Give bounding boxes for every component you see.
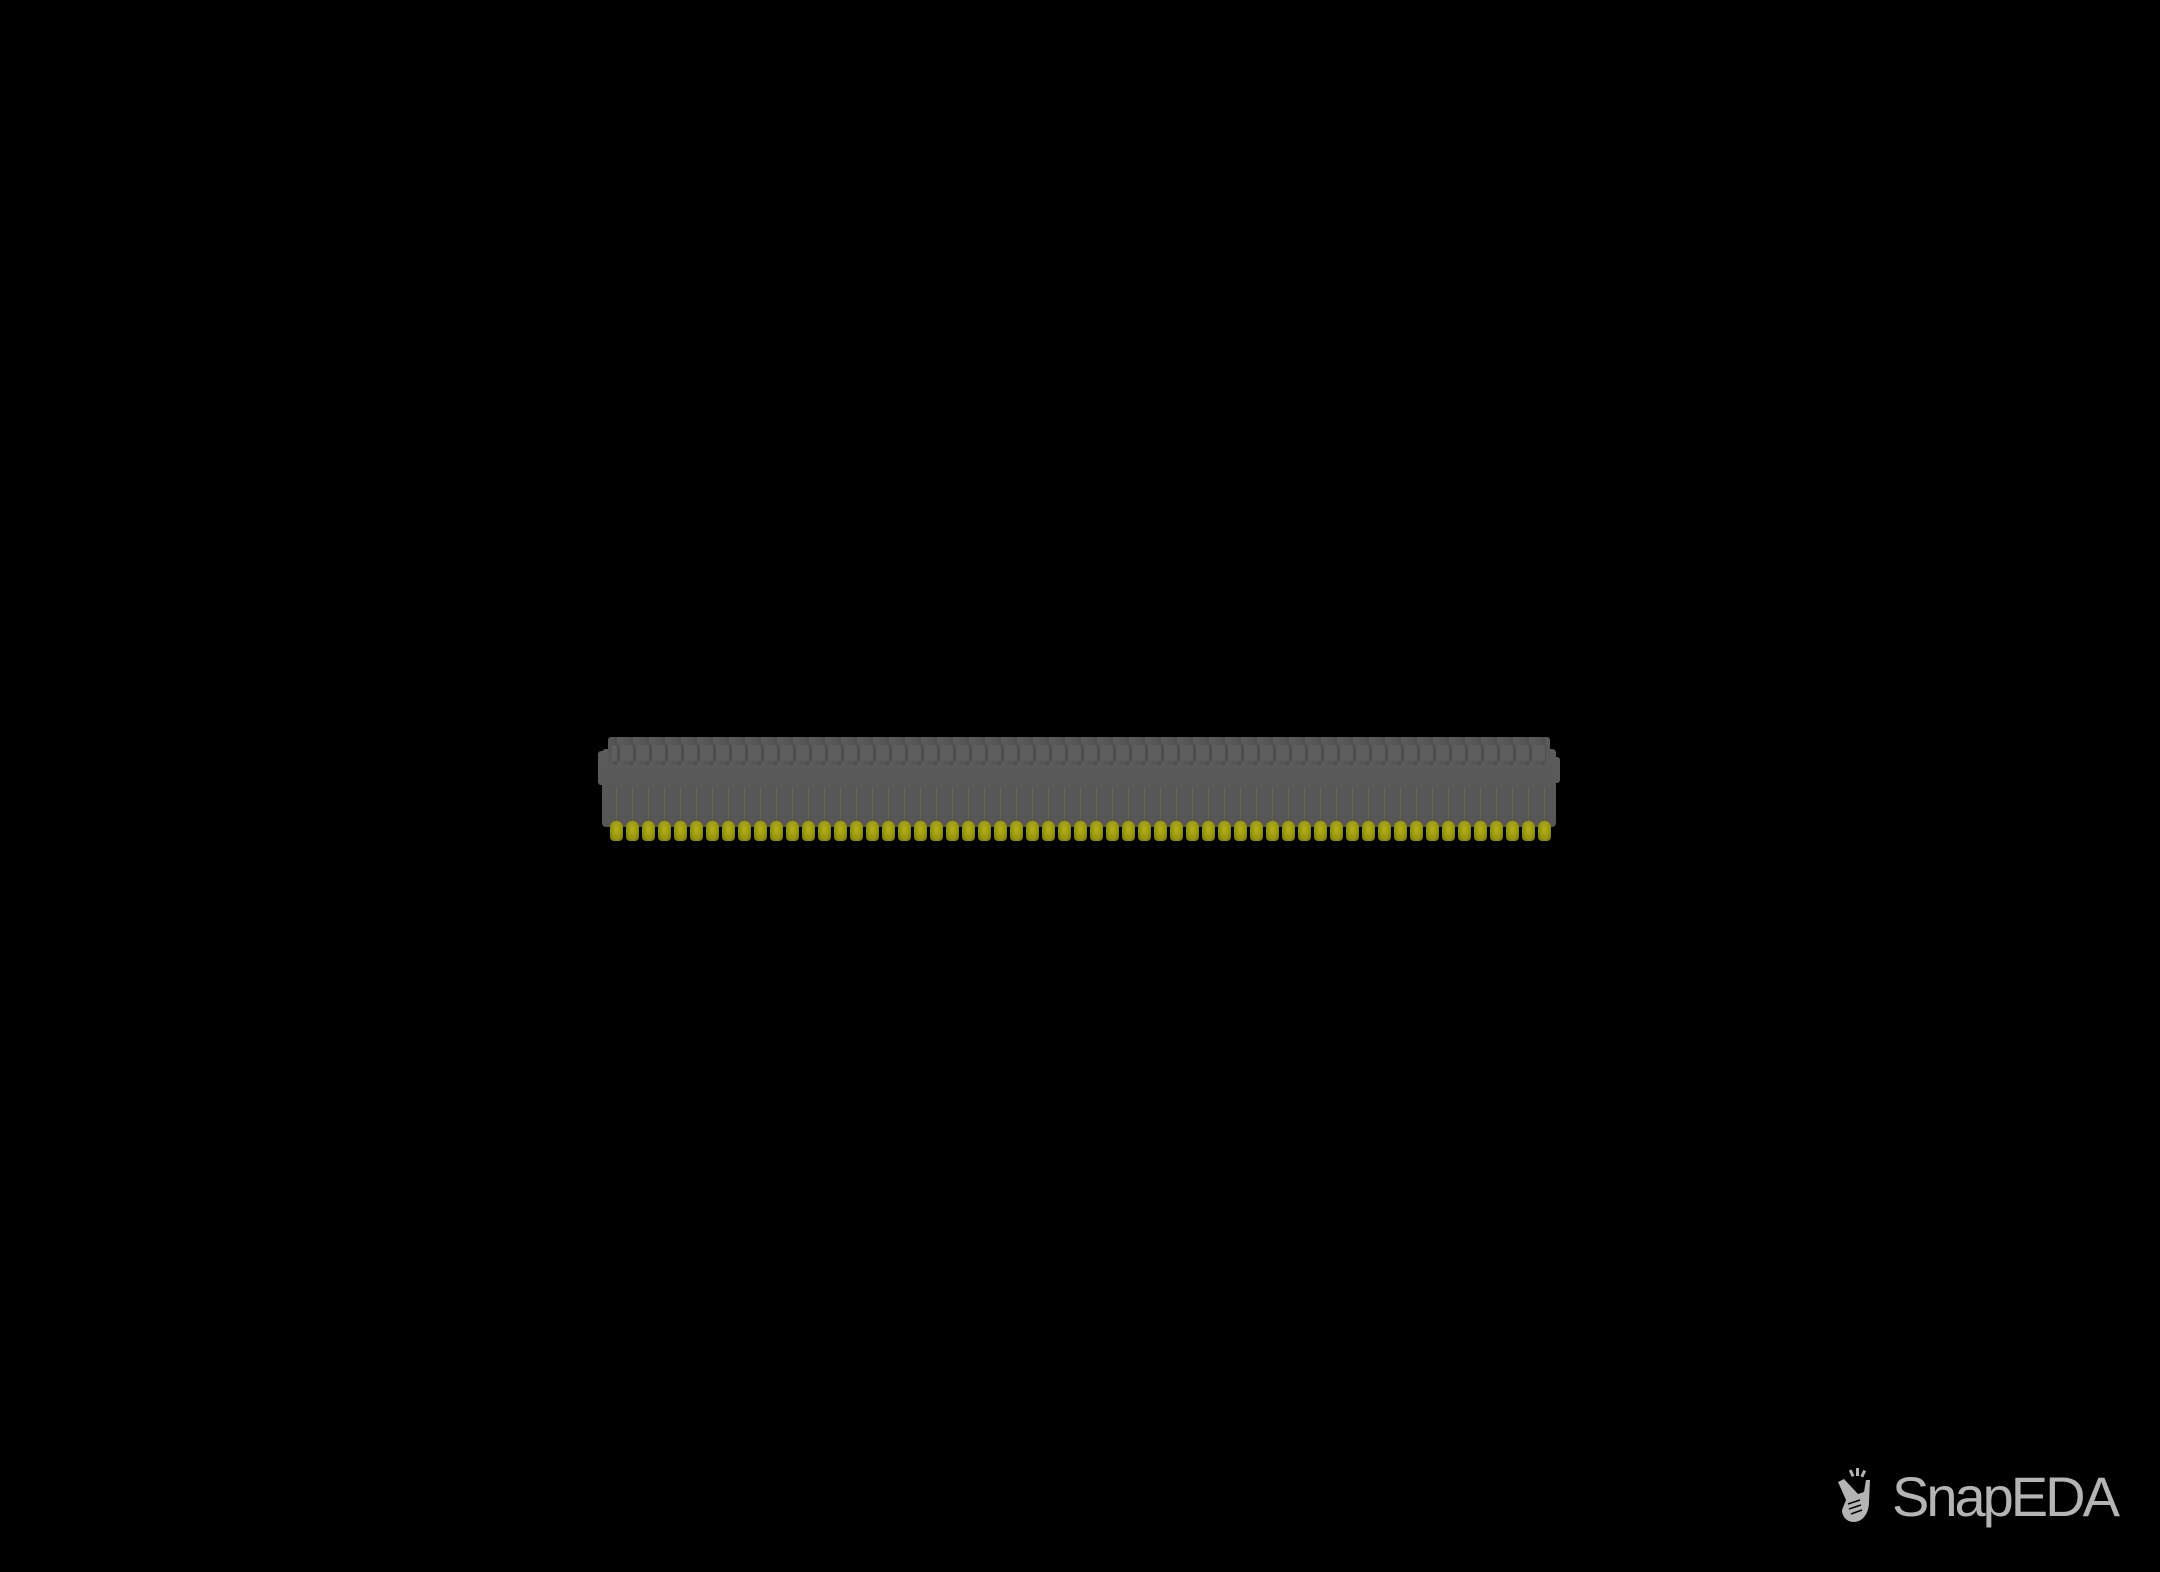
- pin: [1282, 821, 1295, 841]
- pin: [1362, 821, 1375, 841]
- pin: [626, 821, 639, 841]
- pin: [1090, 821, 1103, 841]
- pin: [1218, 821, 1231, 841]
- contact-row-top: [612, 745, 1546, 761]
- pin: [1106, 821, 1119, 841]
- pin: [850, 821, 863, 841]
- pin: [674, 821, 687, 841]
- pin: [1122, 821, 1135, 841]
- pin: [722, 821, 735, 841]
- pin: [1346, 821, 1359, 841]
- pin: [978, 821, 991, 841]
- pin: [1442, 821, 1455, 841]
- pin: [1042, 821, 1055, 841]
- pin-row: [610, 821, 1551, 845]
- pin: [930, 821, 943, 841]
- end-tab-right: [1552, 757, 1560, 783]
- pin: [1330, 821, 1343, 841]
- pin: [1074, 821, 1087, 841]
- pin: [1138, 821, 1151, 841]
- pin: [802, 821, 815, 841]
- pin: [1378, 821, 1391, 841]
- snapeda-watermark: SnapEDA: [1836, 1465, 2120, 1528]
- pin: [1458, 821, 1471, 841]
- pin: [610, 821, 623, 841]
- pin: [1490, 821, 1503, 841]
- pin: [786, 821, 799, 841]
- pin: [658, 821, 671, 841]
- pin: [1538, 821, 1551, 841]
- pin: [1314, 821, 1327, 841]
- pin: [738, 821, 751, 841]
- pin: [1234, 821, 1247, 841]
- pin: [962, 821, 975, 841]
- pin: [690, 821, 703, 841]
- pin: [1410, 821, 1423, 841]
- pin: [1058, 821, 1071, 841]
- pin: [898, 821, 911, 841]
- pin-traces: [610, 787, 1550, 823]
- pin: [1266, 821, 1279, 841]
- pin: [1394, 821, 1407, 841]
- pin: [1474, 821, 1487, 841]
- pin: [946, 821, 959, 841]
- pin: [1298, 821, 1311, 841]
- pin: [754, 821, 767, 841]
- pin: [866, 821, 879, 841]
- pin: [818, 821, 831, 841]
- pin: [1010, 821, 1023, 841]
- pin: [1250, 821, 1263, 841]
- pin: [994, 821, 1007, 841]
- pin: [1170, 821, 1183, 841]
- pin: [770, 821, 783, 841]
- pin: [1506, 821, 1519, 841]
- snapping-fingers-icon: [1838, 1468, 1870, 1522]
- pin: [1426, 821, 1439, 841]
- pin: [1186, 821, 1199, 841]
- end-tab-left: [598, 751, 606, 785]
- watermark-text: SnapEDA: [1892, 1465, 2120, 1528]
- pin: [1202, 821, 1215, 841]
- pin: [834, 821, 847, 841]
- pin: [706, 821, 719, 841]
- pin: [882, 821, 895, 841]
- pin: [914, 821, 927, 841]
- pin: [1154, 821, 1167, 841]
- connector-3d-model: [598, 737, 1560, 847]
- pin: [642, 821, 655, 841]
- pin: [1026, 821, 1039, 841]
- pin: [1522, 821, 1535, 841]
